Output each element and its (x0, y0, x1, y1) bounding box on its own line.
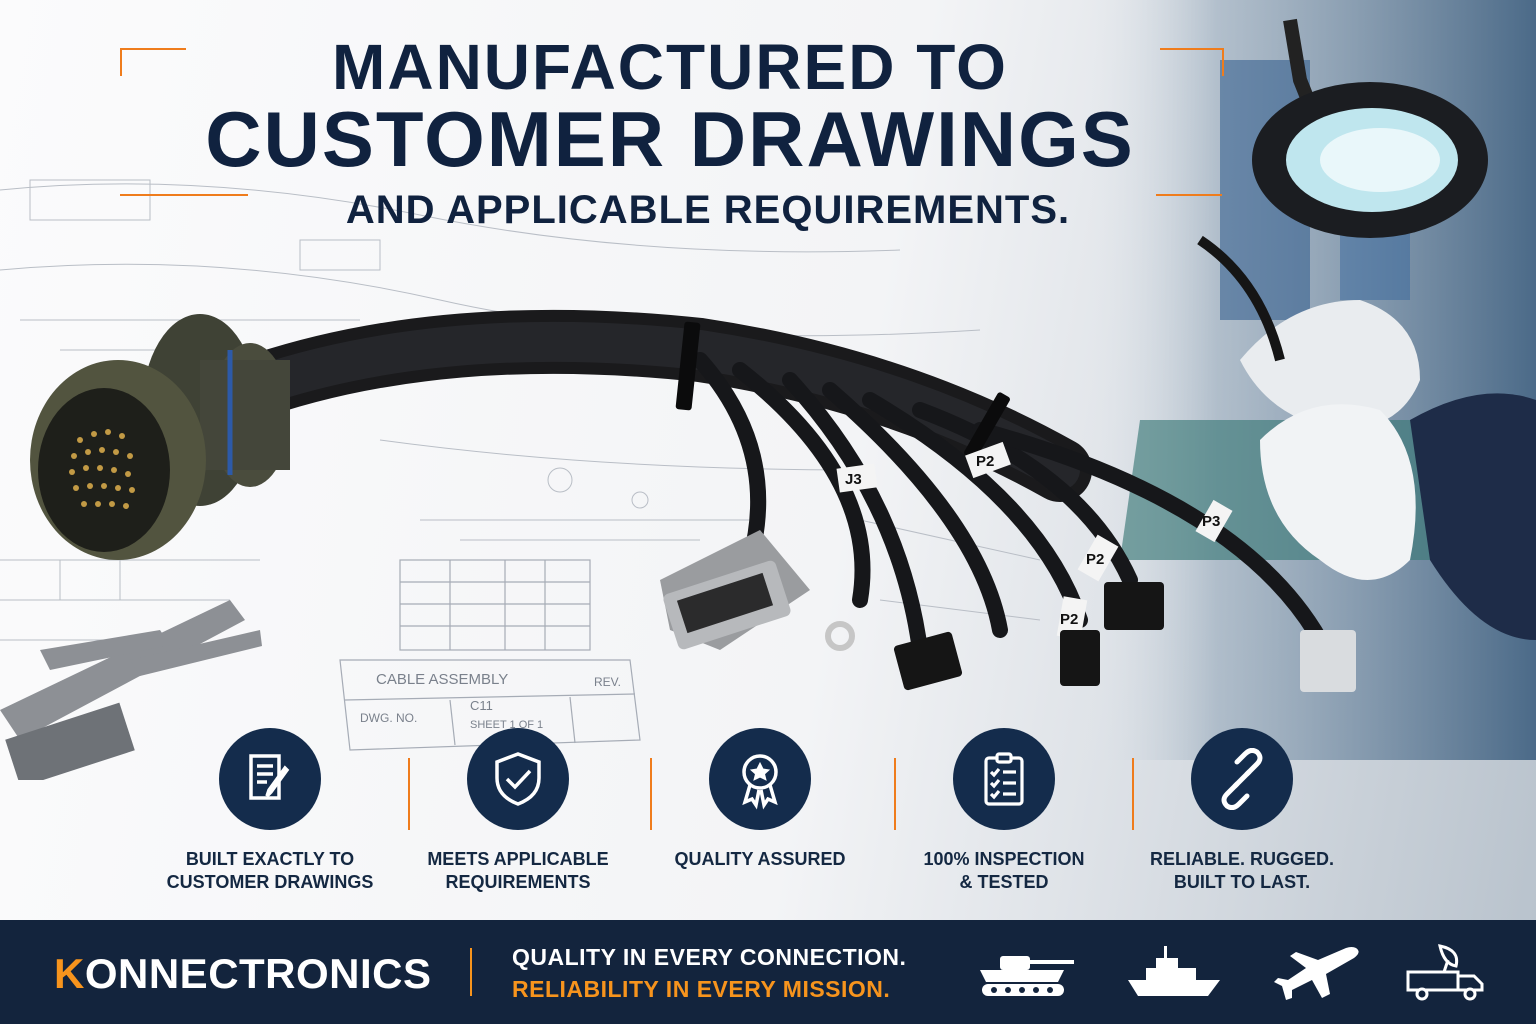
tagline-mission: RELIABILITY IN EVERY MISSION. (512, 976, 891, 1002)
footer-divider (470, 948, 472, 996)
rev-label: REV. (594, 675, 621, 689)
feature-divider (408, 758, 410, 830)
feature-divider (894, 758, 896, 830)
headline-line-2: CUSTOMER DRAWINGS (205, 95, 1135, 183)
feature-label-1a: BUILT EXACTLY TO (185, 849, 355, 869)
plug-connector-b (1060, 630, 1100, 686)
headline-rule-left (120, 194, 248, 196)
caliper-tool (0, 600, 262, 780)
radar-truck-icon (1406, 944, 1484, 1001)
feature-quality-assured: QUALITY ASSURED (640, 728, 880, 903)
brand-initial: K (54, 950, 85, 997)
chain-link-icon (1191, 728, 1293, 830)
feature-divider (650, 758, 652, 830)
feature-label-2a: MEETS APPLICABLE (427, 849, 609, 869)
feature-meets-requirements: MEETS APPLICABLE REQUIREMENTS (398, 728, 638, 903)
brand-logo: KONNECTRONICS (54, 950, 432, 998)
headline-bracket-top-right (1160, 48, 1224, 76)
headline-line-3: AND APPLICABLE REQUIREMENTS. (345, 188, 1071, 232)
feature-label-4b: & TESTED (959, 872, 1049, 892)
wire-label-p2-c: P2 (1060, 611, 1078, 628)
feature-built-to-drawings: BUILT EXACTLY TO CUSTOMER DRAWINGS (150, 728, 390, 903)
wire-label-p2-b: P2 (1086, 551, 1104, 568)
hero-scene: CABLE ASSEMBLY REV. DWG. NO. C11 SHEET 1… (0, 0, 1536, 920)
feature-reliable-rugged: RELIABLE. RUGGED. BUILT TO LAST. (1122, 728, 1362, 903)
circular-connector (30, 314, 290, 560)
plug-connector-a (893, 631, 963, 691)
document-edit-icon (219, 728, 321, 830)
tank-icon (980, 956, 1074, 996)
ship-icon (1128, 946, 1220, 996)
feature-label-1b: CUSTOMER DRAWINGS (166, 872, 374, 892)
dwg-no-value: C11 (470, 698, 493, 713)
headline-block: MANUFACTURED TO CUSTOMER DRAWINGS AND AP… (0, 22, 1536, 242)
feature-divider (1132, 758, 1134, 830)
rectangular-connector (660, 530, 810, 650)
footer-bar: KONNECTRONICS QUALITY IN EVERY CONNECTIO… (0, 920, 1536, 1024)
wire-label-j3: J3 (845, 471, 862, 488)
plug-connector-c (1104, 582, 1164, 630)
feature-inspection-tested: 100% INSPECTION & TESTED (884, 728, 1124, 903)
wire-label-p3: P3 (1202, 513, 1220, 530)
award-ribbon-icon (709, 728, 811, 830)
cable-harness-illustration: J3 P2 P2 P2 P3 (0, 309, 1356, 780)
feature-label-5a: RELIABLE. RUGGED. (1149, 849, 1334, 869)
headline-line-1: MANUFACTURED TO (332, 31, 1008, 103)
features-row: BUILT EXACTLY TO CUSTOMER DRAWINGS MEETS … (150, 728, 1380, 903)
feature-label-3a: QUALITY ASSURED (674, 849, 846, 869)
dwg-no-label: DWG. NO. (360, 711, 417, 725)
tagline-connection: QUALITY IN EVERY CONNECTION. (512, 944, 907, 970)
headline-rule-right (1156, 194, 1222, 196)
feature-label-2b: REQUIREMENTS (445, 872, 591, 892)
feature-label-5b: BUILT TO LAST. (1173, 872, 1311, 892)
shield-check-icon (467, 728, 569, 830)
brand-name: ONNECTRONICS (84, 950, 432, 997)
feature-label-4a: 100% INSPECTION (923, 849, 1085, 869)
headline-bracket-top-left (120, 48, 186, 76)
plug-connector-d (1300, 630, 1356, 692)
wire-label-p2-a: P2 (976, 453, 994, 470)
jet-icon (1274, 947, 1359, 1000)
title-block-label: CABLE ASSEMBLY (376, 671, 508, 688)
clipboard-checklist-icon (953, 728, 1055, 830)
